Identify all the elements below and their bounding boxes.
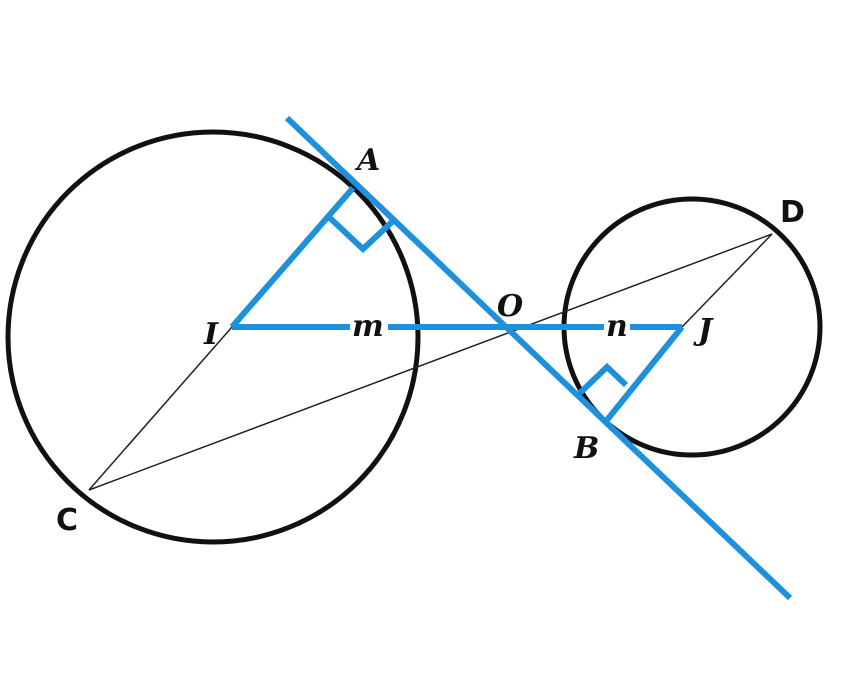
label-J: J: [693, 313, 714, 348]
right-angle-mark-B: [577, 362, 629, 396]
label-B: B: [573, 431, 599, 466]
label-A: A: [354, 143, 380, 178]
label-I: I: [203, 317, 219, 352]
radius-I-A: [229, 186, 356, 329]
circle-left: [5, 129, 421, 545]
radius-J-B: [604, 325, 685, 422]
line-C-D: [88, 233, 773, 491]
label-m-bg: [350, 312, 388, 342]
line-C-I: [88, 326, 233, 491]
tangent-line: [284, 115, 793, 601]
label-C: C: [56, 503, 78, 538]
label-O: O: [497, 289, 523, 324]
right-angle-mark-A: [327, 215, 397, 254]
label-m: m: [352, 309, 384, 344]
label-n: n: [606, 309, 628, 344]
line-J-D: [681, 233, 773, 328]
label-D: D: [780, 195, 805, 230]
label-n-bg: [604, 312, 630, 342]
